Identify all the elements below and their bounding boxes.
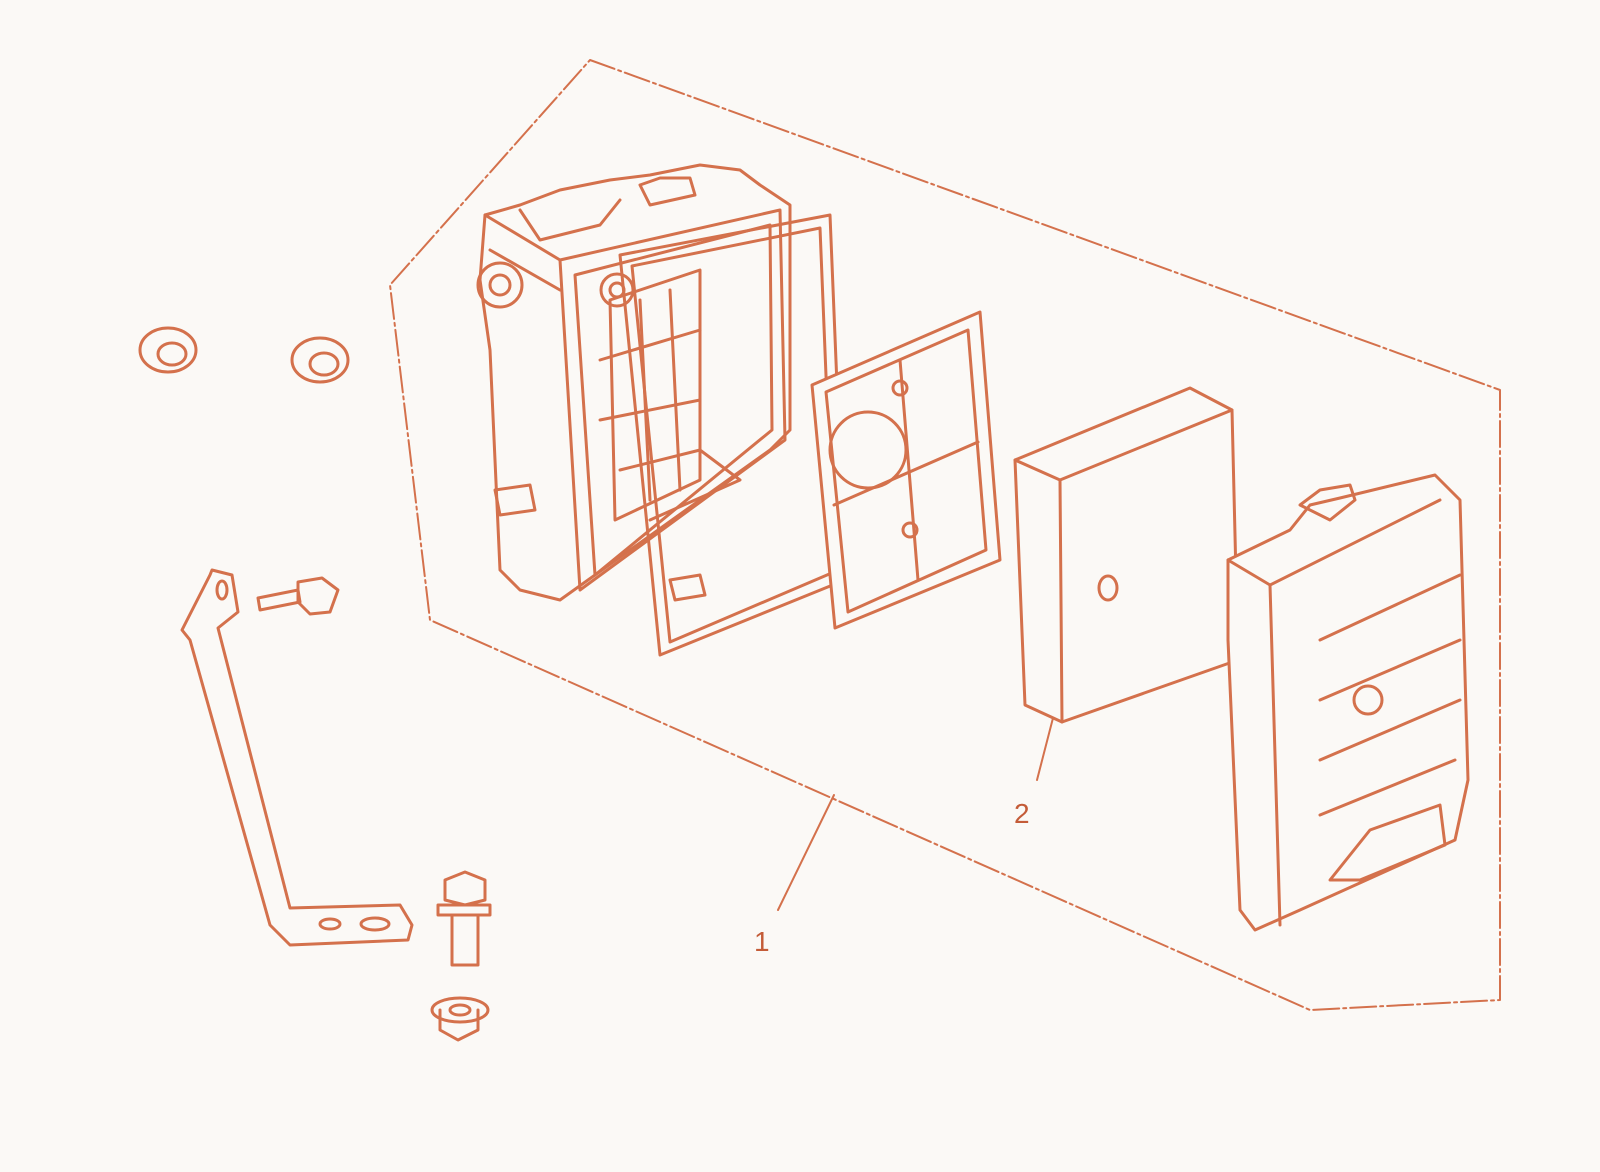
flange-bolt (436, 870, 492, 967)
flange-nut (430, 996, 490, 1042)
callout-2-label: 2 (1014, 798, 1030, 829)
support-bracket (180, 568, 414, 947)
air-cleaner-cover (1226, 473, 1470, 932)
callout-1-label: 1 (754, 926, 770, 957)
assembly-outline (389, 59, 1501, 1011)
leader-line-1 (777, 794, 835, 911)
bracket-bolt (256, 576, 340, 616)
air-cleaner-case (476, 163, 792, 602)
cap-nut-left (138, 326, 198, 374)
leader-line-2 (1036, 717, 1054, 781)
air-filter-element (1013, 386, 1240, 724)
cap-nut-right (290, 336, 350, 384)
element-grid (810, 310, 1002, 630)
